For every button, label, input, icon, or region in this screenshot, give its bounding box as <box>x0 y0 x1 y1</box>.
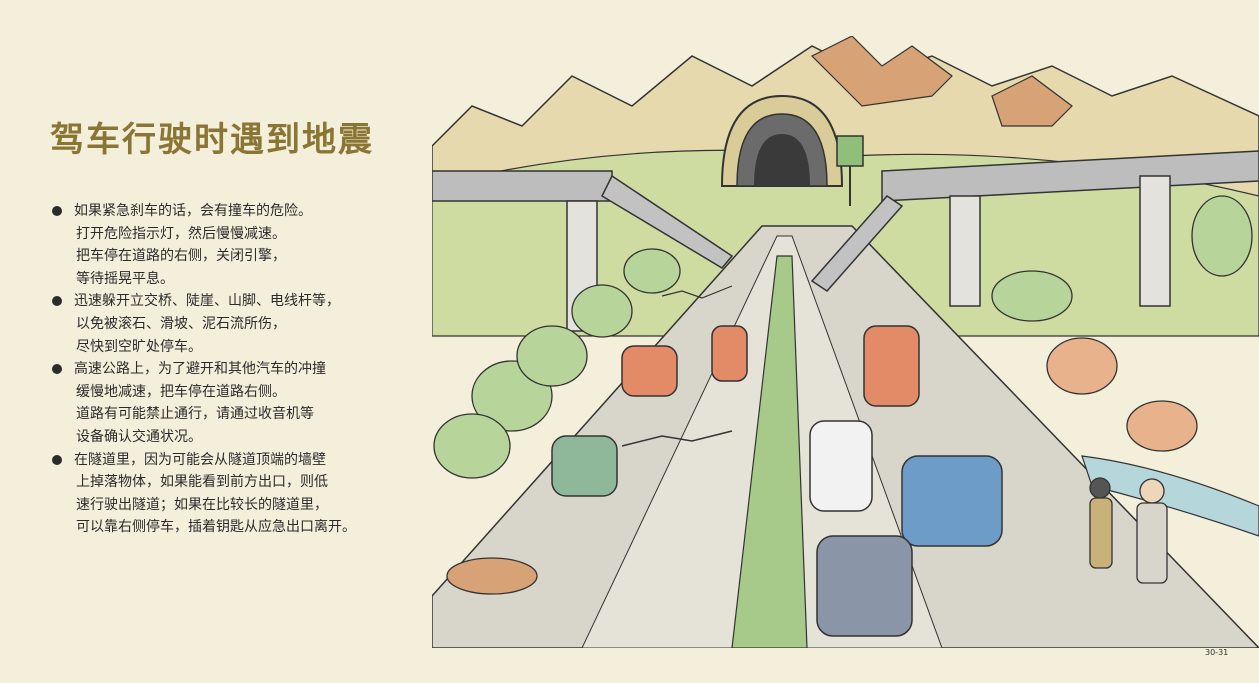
bullet-icon <box>52 206 62 216</box>
river-icon <box>1081 455 1259 537</box>
tip-item: 高速公路上，为了避开和其他汽车的冲撞 缓慢地减速，把车停在道路右侧。 道路有可能… <box>52 358 432 448</box>
tip-line: 把车停在道路的右侧，关闭引擎， <box>76 248 286 265</box>
tip-item: 在隧道里，因为可能会从隧道顶端的墙壁 上掉落物体，如果能看到前方出口，则低 速行… <box>52 449 432 539</box>
tip-line: 等待摇晃平息。 <box>76 270 174 287</box>
overpass-icon <box>810 150 1259 307</box>
tip-line: 高速公路上，为了避开和其他汽车的冲撞 <box>74 361 326 378</box>
page-title: 驾车行驶时遇到地震 <box>50 120 374 160</box>
tip-line: 可以靠右侧停车，插着钥匙从应急出口离开。 <box>76 519 356 536</box>
tip-item: 迅速躲开立交桥、陡崖、山脚、电线杆等， 以免被滚石、滑坡、泥石流所伤， 尽快到空… <box>52 290 432 358</box>
tip-line: 缓慢地减速，把车停在道路右侧。 <box>76 383 286 400</box>
tip-line: 打开危险指示灯，然后慢慢减速。 <box>76 225 286 242</box>
tip-line: 上掉落物体，如果能看到前方出口，则低 <box>76 474 328 491</box>
bullet-icon <box>52 296 62 307</box>
bullet-icon <box>52 364 62 375</box>
tip-line: 尽快到空旷处停车。 <box>76 338 202 355</box>
tip-line: 设备确认交通状况。 <box>76 428 202 445</box>
cars-icon <box>551 325 1003 637</box>
tip-line: 如果紧急刹车的话，会有撞车的危险。 <box>74 203 312 219</box>
page-number: 30-31 <box>1205 648 1229 657</box>
tip-line: 道路有可能禁止通行，请通过收音机等 <box>76 406 314 423</box>
tip-line: 在隧道里，因为可能会从隧道顶端的墙壁 <box>74 451 326 468</box>
tip-item: 如果紧急刹车的话，会有撞车的危险。 打开危险指示灯，然后慢慢减速。 把车停在道路… <box>52 200 432 290</box>
tips-list: 如果紧急刹车的话，会有撞车的危险。 打开危险指示灯，然后慢慢减速。 把车停在道路… <box>52 200 432 539</box>
earthquake-highway-illustration <box>432 36 1259 648</box>
tip-line: 速行驶出隧道；如果在比较长的隧道里， <box>76 496 328 513</box>
tip-line: 迅速躲开立交桥、陡崖、山脚、电线杆等， <box>74 293 340 310</box>
tip-line: 以免被滚石、滑坡、泥石流所伤， <box>76 315 286 332</box>
bullet-icon <box>52 454 62 465</box>
trees-icon <box>991 195 1253 452</box>
trees-icon <box>433 248 681 595</box>
people-with-dog-icon <box>1089 477 1168 584</box>
